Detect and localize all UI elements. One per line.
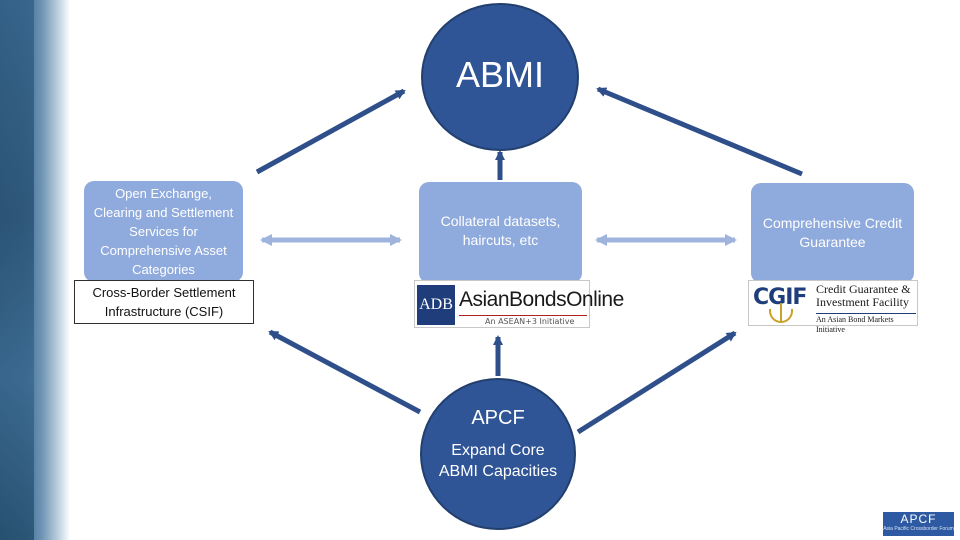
adb-logo-mark: ADB [417,285,455,325]
exchange-clearing-settlement-box: Open Exchange, Clearing and Settlement S… [84,181,243,282]
arrow-right-to-abmi [596,86,803,177]
left-edge-texture [0,0,34,540]
exchange-clearing-settlement-label: Open Exchange, Clearing and Settlement S… [93,186,234,277]
arrow-apcf-to-left [268,329,422,415]
abmi-node: ABMI [421,3,579,151]
asianbondsonline-name: AsianBondsOnline [459,288,624,311]
csif-box: Cross-Border Settlement Infrastructure (… [74,280,254,324]
apcf-node: APCF Expand Core ABMI Capacities [420,378,576,530]
cgif-tagline: An Asian Bond Markets Initiative [816,313,916,335]
apcf-label: APCF [471,407,525,429]
apcf-badge-sublabel: Asia Pacific Crossborder Forum [883,526,954,532]
credit-guarantee-box: Comprehensive Credit Guarantee [751,183,914,283]
apcf-sublabel: Expand Core ABMI Capacities [438,442,558,480]
arrow-left-to-abmi [255,88,406,175]
credit-guarantee-label: Comprehensive Credit Guarantee [762,215,903,250]
asianbondsonline-logo: ADB AsianBondsOnline An ASEAN+3 Initiati… [414,280,624,328]
cgif-full-name: Credit Guarantee & Investment Facility [816,282,911,309]
asianbondsonline-divider [459,315,587,316]
apcf-badge-label: APCF [900,512,937,526]
arrow-apcf-to-right [576,330,737,435]
collateral-datasets-box: Collateral datasets, haircuts, etc [419,182,582,283]
asianbondsonline-tagline: An ASEAN+3 Initiative [485,317,575,326]
apcf-badge-logo: APCF Asia Pacific Crossborder Forum [883,512,954,536]
abmi-label: ABMI [455,54,544,95]
csif-label: Cross-Border Settlement Infrastructure (… [92,285,236,319]
cgif-logo: CGIF Credit Guarantee & Investment Facil… [748,280,918,334]
collateral-datasets-label: Collateral datasets, haircuts, etc [440,212,561,248]
